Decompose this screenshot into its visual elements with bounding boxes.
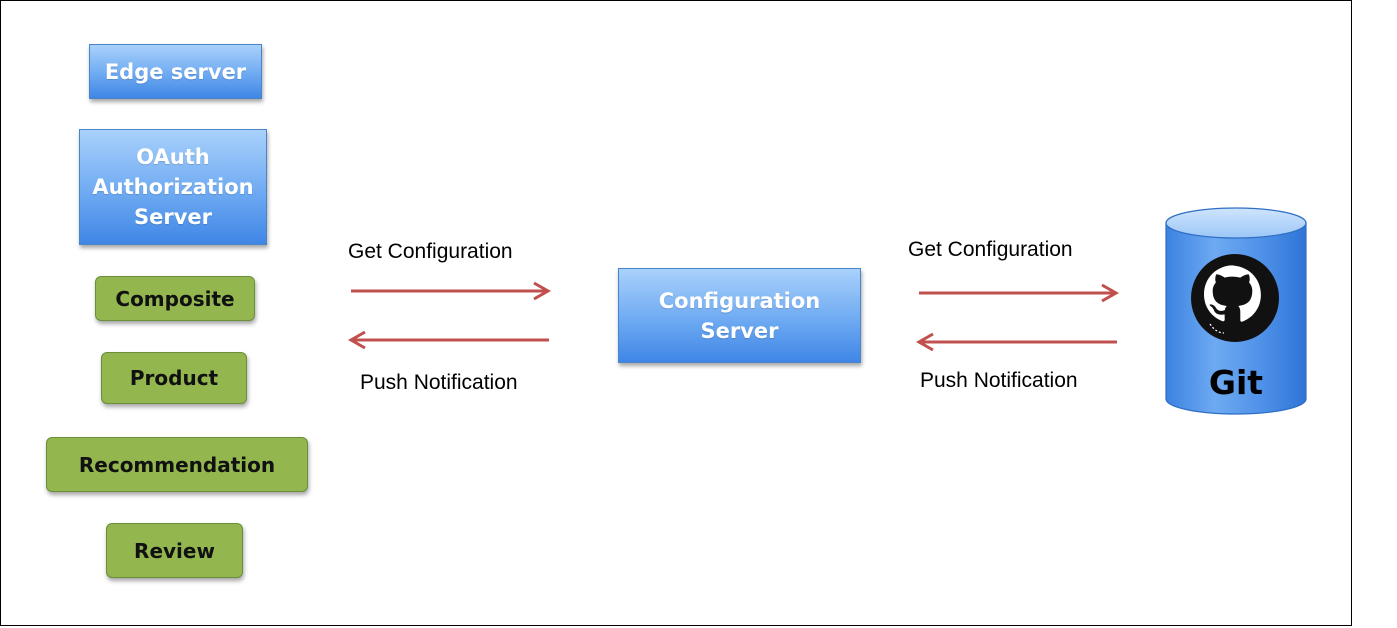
right-request-arrow (919, 283, 1120, 303)
oauth-server-label: OAuth Authorization Server (92, 145, 254, 229)
git-label: Git (1208, 363, 1264, 402)
diagram-frame: Edge server OAuth Authorization Server C… (0, 0, 1352, 626)
github-octocat-icon (1191, 254, 1279, 342)
composite-label: Composite (115, 286, 235, 311)
right-notification-arrow (915, 332, 1117, 352)
recommendation-box: Recommendation (46, 437, 308, 492)
left-request-arrow (351, 281, 552, 301)
edge-server-label: Edge server (104, 59, 247, 84)
review-label: Review (134, 538, 215, 563)
left-notification-arrow (347, 330, 549, 350)
review-box: Review (106, 523, 243, 578)
connectors-layer (347, 207, 1307, 415)
product-box: Product (101, 352, 247, 404)
configuration-server-box: Configuration Server (618, 268, 861, 363)
oauth-server-box: OAuth Authorization Server (79, 129, 267, 245)
configuration-server-label: Configuration Server (658, 288, 821, 343)
recommendation-label: Recommendation (78, 452, 276, 477)
left-push-notification-label: Push Notification (360, 371, 518, 394)
right-push-notification-label: Push Notification (920, 369, 1078, 392)
product-label: Product (129, 366, 219, 390)
edge-server-box: Edge server (89, 44, 262, 99)
composite-box: Composite (95, 276, 255, 321)
right-get-configuration-label: Get Configuration (908, 238, 1073, 261)
left-get-configuration-label: Get Configuration (348, 240, 513, 263)
